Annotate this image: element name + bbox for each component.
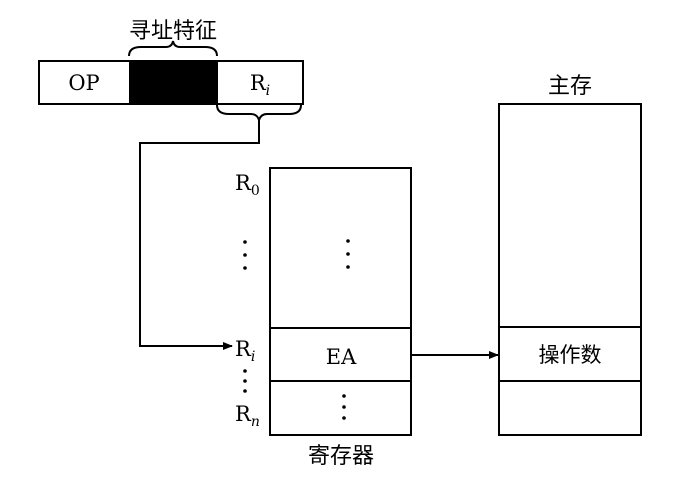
- register-rn-label: Rn: [235, 402, 260, 430]
- instruction-register-field: Ri: [250, 71, 270, 99]
- addressing-feature-label: 寻址特征: [129, 19, 217, 44]
- register-label-ellipsis-lower: [243, 369, 247, 393]
- memory-caption: 主存: [548, 74, 592, 99]
- op-field-label: OP: [68, 71, 99, 95]
- register-select-arrow: [139, 120, 260, 350]
- addressing-feature-field: [129, 61, 217, 104]
- register-file-outline: [269, 167, 412, 436]
- register-ellipsis-upper: [346, 239, 350, 269]
- ea-cell-label: EA: [326, 345, 357, 369]
- operand-cell-label: 操作数: [539, 343, 602, 367]
- register-ri-label: Ri: [235, 337, 255, 365]
- register-file: EA: [269, 167, 412, 436]
- register-ellipsis-lower: [342, 394, 346, 420]
- instruction-format: OP Ri: [38, 60, 304, 105]
- addressing-feature-brace: [128, 40, 218, 57]
- memory-outline: [498, 103, 642, 436]
- register-file-caption: 寄存器: [308, 444, 374, 469]
- main-memory: 操作数: [498, 103, 642, 436]
- register-r0-label: R0: [235, 171, 260, 199]
- register-field-brace: [216, 104, 302, 124]
- register-label-ellipsis-upper: [243, 240, 247, 270]
